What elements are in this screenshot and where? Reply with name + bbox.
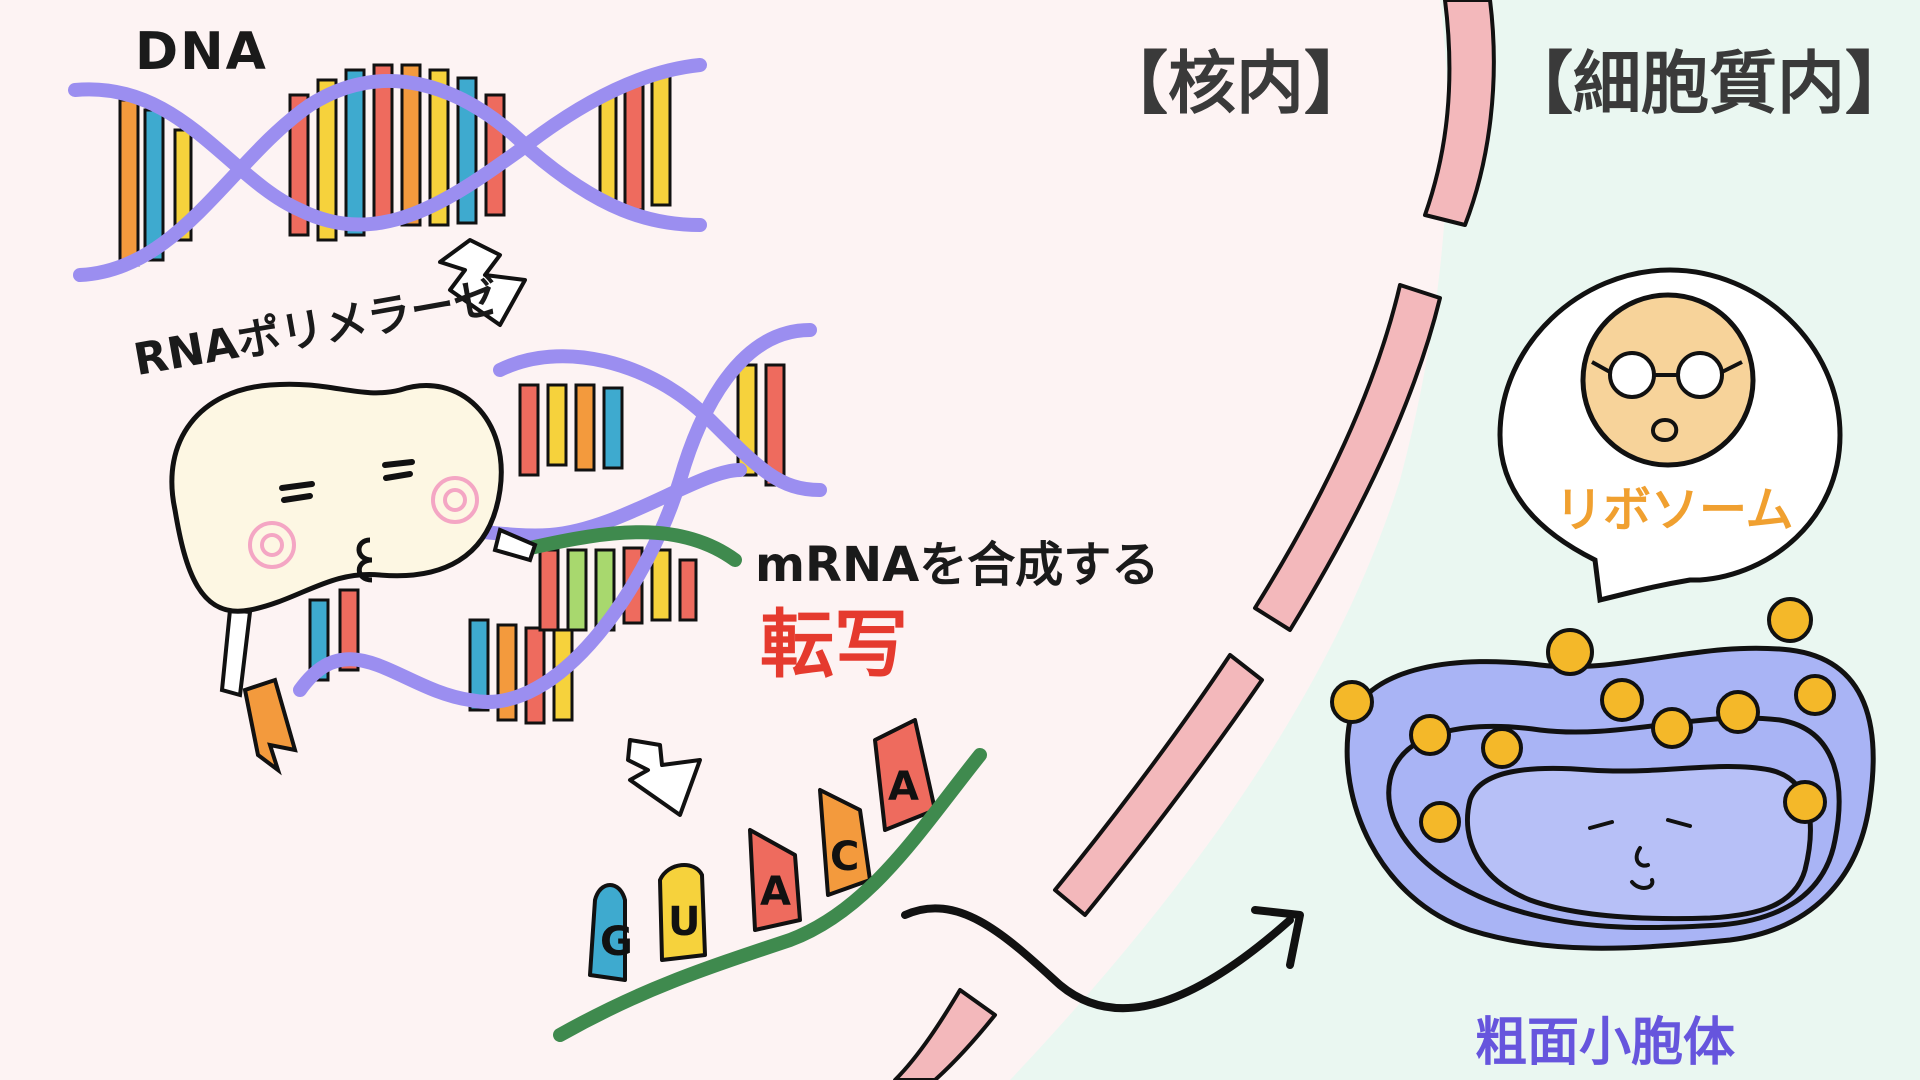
- cytoplasm-label: 【細胞質内】: [1505, 45, 1914, 124]
- ribosome-dot: [1409, 714, 1451, 756]
- ribosome-dot: [1716, 690, 1760, 734]
- base-pair: [538, 548, 560, 632]
- mrna-backbone: [553, 748, 987, 1042]
- mrna-base-a1: [748, 828, 802, 932]
- base-pair: [650, 68, 672, 207]
- rough-er-label: 粗面小胞体: [1475, 1013, 1736, 1073]
- dna-backbone-2: [73, 73, 707, 282]
- mrna-strand-growing: [523, 525, 742, 567]
- ribosome-dot: [1419, 801, 1461, 843]
- base-pair: [678, 558, 698, 622]
- base-letter: G: [600, 919, 633, 965]
- dna-transcription-bubble: [293, 323, 827, 725]
- membrane-segment-3: [1053, 653, 1264, 917]
- ribosome-dot: [1600, 678, 1644, 722]
- cheek-swirl-icon: [248, 521, 296, 569]
- base-pair: [372, 63, 394, 227]
- polymerase-arm: [492, 527, 538, 563]
- glasses-bridge-icon: [1591, 360, 1743, 377]
- membrane-segment-2: [1253, 283, 1442, 632]
- dna-base-pairs: [118, 63, 672, 267]
- base-letter: U: [668, 899, 700, 945]
- eye-left-icon: [279, 481, 315, 503]
- base-pair: [118, 98, 140, 267]
- synthesize-mrna-label: mRNAを合成する: [755, 537, 1160, 593]
- held-base-fragment: [242, 677, 298, 776]
- mrna-molecule: G U A C A: [553, 718, 987, 1042]
- base-pair: [598, 93, 618, 207]
- membrane-segment-1: [1423, 0, 1496, 227]
- dna-backbone-1: [68, 58, 707, 232]
- ribosome-mouth-icon: [1651, 418, 1679, 443]
- nucleus-label: 【核内】: [1100, 45, 1373, 124]
- base-letter: A: [760, 869, 791, 915]
- base-pair: [546, 383, 568, 467]
- base-pair: [344, 68, 366, 237]
- membrane-segment-4: [893, 988, 997, 1080]
- mouth-icon: [356, 537, 373, 583]
- base-pair: [566, 548, 588, 632]
- speech-bubble: [1497, 267, 1843, 604]
- cheek-swirl-icon: [260, 533, 284, 557]
- base-letter: C: [830, 834, 859, 880]
- glasses-left-icon: [1608, 351, 1656, 399]
- dna-double-helix: [68, 58, 707, 282]
- rer-inner-layer: [1465, 764, 1813, 922]
- base-pair: [602, 386, 624, 470]
- base-pair: [524, 626, 546, 725]
- cheek-swirl-icon: [431, 476, 479, 524]
- ribosome-dot: [1651, 707, 1693, 749]
- base-pair: [428, 68, 450, 227]
- curved-arrow-icon: [901, 904, 1294, 1013]
- ribosome-dot: [1783, 780, 1827, 824]
- down-arrow-icon: [626, 738, 702, 817]
- base-pair: [623, 78, 645, 212]
- ribosome-dot: [1794, 674, 1836, 716]
- transcription-label: 転写: [760, 602, 908, 688]
- ribosome-character: [1580, 292, 1756, 468]
- polymerase-character: [169, 381, 538, 776]
- rough-er: [1330, 597, 1876, 951]
- curved-arrow-head-icon: [1251, 906, 1304, 969]
- base-pair: [468, 618, 490, 712]
- down-arrow-icon: [438, 238, 527, 327]
- ribosome-dot: [1546, 628, 1594, 676]
- ribosome-dots: [1330, 597, 1836, 843]
- base-letter: A: [888, 764, 919, 810]
- base-pair: [338, 588, 360, 672]
- ribosome-dot: [1767, 597, 1813, 643]
- base-pair: [400, 63, 422, 227]
- ribosome-dot: [1481, 727, 1523, 769]
- base-pair: [650, 548, 672, 622]
- rer-face-icon: [1588, 818, 1692, 890]
- ribosome-head: [1580, 292, 1756, 468]
- mrna-base-g: [588, 883, 627, 982]
- cheek-swirl-icon: [443, 488, 467, 512]
- nuclear-membrane: [893, 0, 1496, 1080]
- ribosome-dot: [1330, 680, 1374, 724]
- mrna-base-u: [658, 863, 707, 962]
- eye-right-icon: [382, 459, 415, 481]
- glasses-right-icon: [1676, 351, 1724, 399]
- dna-open-backbone-1: [493, 349, 827, 497]
- base-pair: [518, 383, 540, 477]
- dna-open-backbone-2: [293, 323, 817, 709]
- ribosome-label: リボソーム: [1555, 482, 1794, 538]
- base-pair: [316, 78, 338, 242]
- base-pair: [574, 383, 596, 472]
- dna-label: DNA: [135, 22, 268, 82]
